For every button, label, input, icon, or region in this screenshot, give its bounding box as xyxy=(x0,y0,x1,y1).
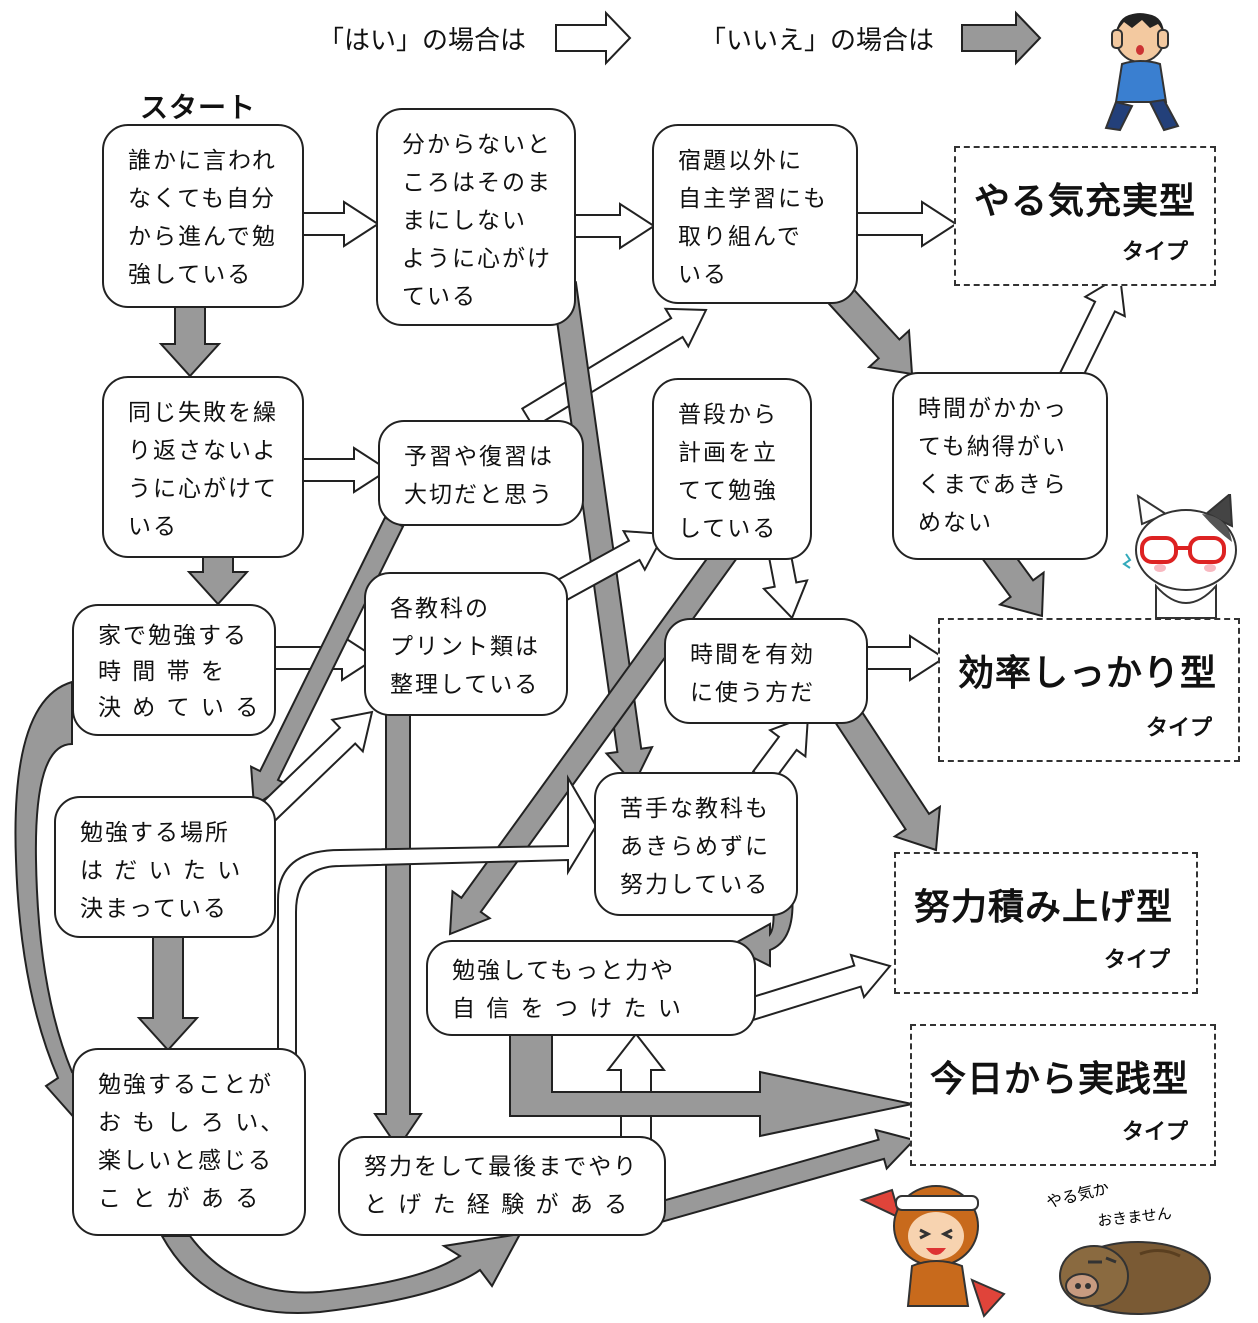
yes-arrow-n15-n13 xyxy=(605,1032,667,1141)
result-kyou-kara-jissen: 今日から実践型 タイプ xyxy=(910,1024,1216,1166)
result-subtitle: タイプ xyxy=(1145,716,1212,741)
no-arrow-n15-r4 xyxy=(656,1128,916,1223)
result-subtitle: タイプ xyxy=(1121,1120,1188,1145)
result-subtitle: タイプ xyxy=(1121,240,1188,265)
result-title: やる気充実型 xyxy=(974,181,1197,222)
start-label: スタート xyxy=(140,91,257,124)
no-arrow-n8-n14 xyxy=(14,680,86,1125)
yes-arrow-n7-r1 xyxy=(1054,274,1127,393)
legend-no-arrow xyxy=(961,10,1042,66)
boar-caption-line2: おきません xyxy=(1097,1204,1173,1230)
no-arrow-n9-n15 xyxy=(373,703,423,1150)
result-title: 効率しっかり型 xyxy=(958,653,1218,694)
no-arrow-n13-r4 xyxy=(509,1029,913,1138)
question-study-time-fixed: 家で勉強する 時 間 帯 を 決 め て い る xyxy=(72,604,276,736)
question-never-give-up: 時間がかかっ ても納得がい くまであきら めない xyxy=(892,372,1108,560)
boy-lying-illustration xyxy=(1104,13,1180,132)
result-title: 努力積み上げ型 xyxy=(914,887,1174,928)
yes-arrow-n2-n3 xyxy=(567,202,656,250)
yes-arrow-n13-r3 xyxy=(743,953,892,1022)
boar-lazy-illustration: やる気が おきません xyxy=(1044,1184,1211,1315)
boar-caption-line1: やる気が xyxy=(1044,1184,1111,1212)
question-plan-study: 普段から 計画を立 てて勉強 している xyxy=(652,378,812,560)
no-arrow-n1-n4 xyxy=(158,305,222,378)
legend-yes-arrow xyxy=(555,10,632,66)
result-yaruki-juujitsu: やる気充実型 タイプ xyxy=(954,146,1216,286)
question-organize-prints: 各教科の プリント類は 整理している xyxy=(364,572,568,716)
result-doryoku-tsumiage: 努力積み上げ型 タイプ xyxy=(894,852,1198,994)
cat-glasses-illustration xyxy=(1122,494,1237,619)
yes-arrow-n11-n9 xyxy=(252,710,374,828)
yes-arrow-n4-n5 xyxy=(295,446,390,494)
legend-yes-label: 「はい」の場合は xyxy=(318,26,527,56)
question-not-leave-unknown: 分からないと ころはそのま まにしない ように心がけ ている xyxy=(376,108,576,326)
no-arrow-n10-r3 xyxy=(826,694,942,852)
result-subtitle: タイプ xyxy=(1103,948,1170,973)
yes-arrow-n6-n10 xyxy=(761,552,809,620)
no-arrow-n11-n14 xyxy=(136,929,200,1052)
question-use-time-well: 時間を有効 に使う方だ xyxy=(664,618,868,724)
result-kouritsu-shikkari: 効率しっかり型 タイプ xyxy=(938,618,1240,762)
no-arrow-n2-n12 xyxy=(550,281,654,786)
yes-arrow-n3-r1 xyxy=(841,200,958,248)
question-self-motivated: 誰かに言われ なくても自分 から進んで勉 強している xyxy=(102,124,304,308)
question-try-weak-subjects: 苦手な教科も あきらめずに 努力している xyxy=(594,772,798,916)
no-arrow-n14-n15 xyxy=(160,1232,522,1314)
monkey-cheer-illustration xyxy=(859,1185,1006,1318)
question-want-more-confidence: 勉強してもっと力や 自 信 を つ け た い xyxy=(426,940,756,1036)
question-study-is-fun: 勉強することが お も し ろ い、 楽しいと感じる こ と が あ る xyxy=(72,1048,306,1236)
question-avoid-repeat-mistakes: 同じ失敗を繰 り返さないよ うに心がけて いる xyxy=(102,376,304,558)
question-completed-effort: 努力をして最後までやり と げ た 経 験 が あ る xyxy=(338,1136,666,1236)
question-self-study: 宿題以外に 自主学習にも 取り組んで いる xyxy=(652,124,858,304)
yes-arrow-n1-n2 xyxy=(291,200,380,248)
question-preview-review: 予習や復習は 大切だと思う xyxy=(378,420,584,526)
question-study-place-fixed: 勉強する場所 は だ い た い 決まっている xyxy=(54,796,276,938)
legend-no-label: 「いいえ」の場合は xyxy=(700,26,935,56)
result-title: 今日から実践型 xyxy=(930,1059,1190,1100)
